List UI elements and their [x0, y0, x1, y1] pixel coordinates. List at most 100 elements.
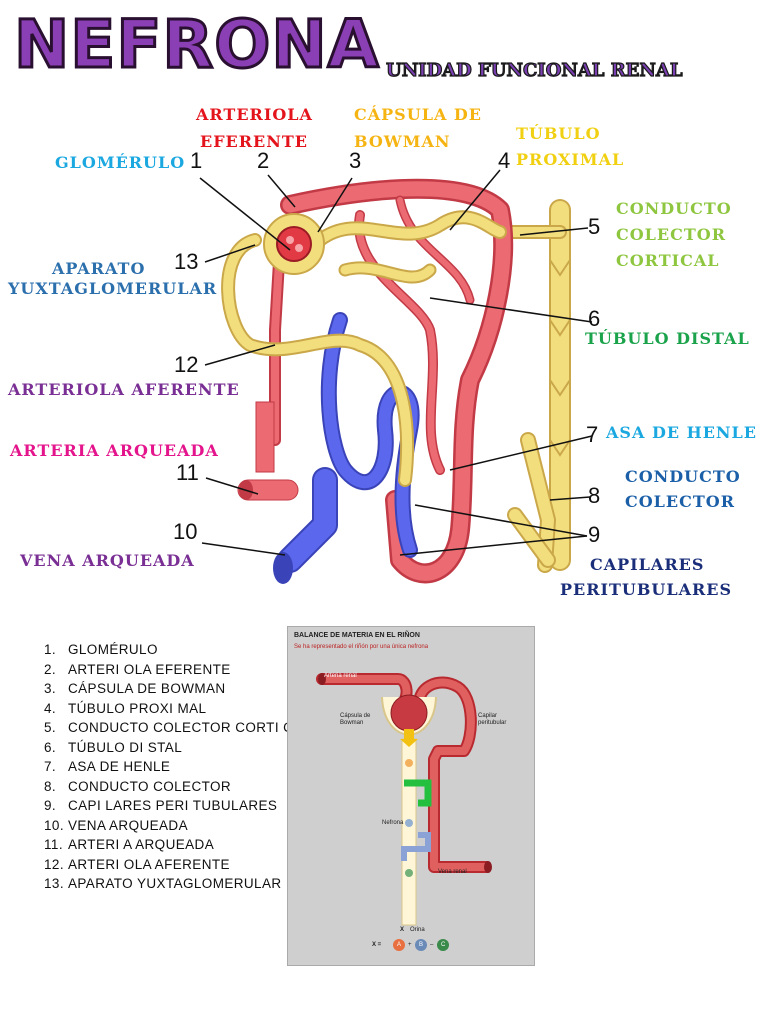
artery-arcuate-shape [237, 401, 299, 501]
balance-subtitle: Se ha representado el riñón por una únic… [294, 644, 429, 650]
callout-12: 12 [174, 352, 199, 377]
callout-6: 6 [588, 306, 601, 331]
label-conducto-cortical-line2: COLECTOR [616, 225, 726, 244]
label-arteria-arqueada: ARTERIA ARQUEADA [10, 441, 219, 460]
label-orina: Orina [410, 927, 425, 933]
legend-text: CONDUCTO COLECTOR [68, 778, 232, 794]
label-capsula-de: Cápsula de [340, 713, 371, 719]
legend-number: 11. [44, 837, 63, 852]
legend-item: 9. CAPI LARES PERI TUBULARES [44, 796, 328, 816]
label-conducto-colector-line2: COLECTOR [625, 492, 735, 511]
legend-number: 3. [44, 681, 57, 696]
legend-item: 1. GLOMÉRULO [44, 640, 328, 660]
tubules [221, 210, 507, 487]
legend-list: 1. GLOMÉRULO 2. ARTERI OLA EFERENTE 3. CÁPSUL… [44, 640, 328, 894]
label-arteria-renal: Arteria renal [324, 673, 357, 679]
legend-item: 4. TÚBULO PROXI MAL [44, 699, 328, 719]
callout-3: 3 [349, 148, 362, 173]
callout-1: 1 [190, 148, 203, 173]
legend-item: 12.ARTERI OLA AFERENTE [44, 855, 328, 875]
legend-text: ARTERI OLA AFERENTE [68, 856, 230, 872]
legend-item: 2. ARTERI OLA EFERENTE [44, 660, 328, 680]
arterial-network [269, 178, 514, 584]
legend-item: 10.VENA ARQUEADA [44, 816, 328, 836]
legend-text: APARATO YUXTAGLOMERULAR [68, 876, 282, 891]
legend-number: 6. [44, 739, 57, 755]
label-capilares-line1: CAPILARES [590, 555, 705, 574]
label-conducto-colector-line1: CONDUCTO [625, 467, 741, 486]
balance-title: BALANCE DE MATERIA EN EL RIÑON [294, 632, 420, 639]
vein-opening [273, 552, 293, 584]
callout-8: 8 [588, 483, 601, 508]
label-vena-arqueada: VENA ARQUEADA [20, 551, 195, 570]
label-vena-renal: Vena renal [438, 869, 467, 875]
page-subtitle: UNIDAD FUNCIONAL RENAL [385, 59, 683, 81]
label-aparato-line2: YUXTAGLOMERULAR [8, 279, 218, 298]
label-peritubular: peritubular [478, 720, 507, 726]
callout-4: 4 [498, 148, 511, 173]
legend-text: CONDUCTO COLECTOR CORTI CAL [68, 720, 311, 735]
legend-item: 6. TÚBULO DI STAL [44, 738, 328, 758]
label-capilares-line2: PERITUBULARES [560, 580, 733, 599]
label-arteriola-eferente-line1: ARTERIOLA [196, 105, 313, 124]
label-formula-a: A [397, 942, 402, 948]
balance-figure: BALANCE DE MATERIA EN EL RIÑON Se ha rep… [287, 626, 535, 966]
legend-item: 7. ASA DE HENLE [44, 757, 328, 777]
label-nefrona: Nefrona [382, 820, 404, 826]
label-conducto-cortical-line1: CONDUCTO [616, 199, 732, 218]
label-formula-b: B [419, 942, 424, 948]
nephron-diagram [199, 169, 593, 584]
legend-number: 1. [44, 642, 57, 657]
label-conducto-cortical-line3: CORTICAL [616, 251, 720, 270]
legend-number: 12. [44, 856, 64, 872]
legend-item: 5.CONDUCTO COLECTOR CORTI CAL [44, 718, 328, 738]
legend-text: TÚBULO DI STAL [68, 739, 183, 755]
legend-text: ASA DE HENLE [68, 759, 171, 774]
callout-11: 11 [176, 460, 199, 485]
legend-text: ARTERI OLA EFERENTE [68, 661, 231, 677]
leader-lines [199, 169, 593, 556]
label-tubulo-proximal-line2: PROXIMAL [516, 150, 625, 169]
label-capsula-line2: BOWMAN [354, 132, 451, 151]
page-title: NEFRONA [13, 6, 381, 83]
legend-text: GLOMÉRULO [68, 642, 158, 657]
legend-text: CÁPSULA DE BOWMAN [68, 681, 226, 696]
label-arteriola-aferente: ARTERIOLA AFERENTE [8, 380, 240, 399]
callout-7: 7 [586, 422, 599, 447]
label-aparato-line1: APARATO [52, 259, 146, 278]
label-formula-x: X = [372, 942, 382, 948]
legend-number: 10. [44, 817, 64, 833]
label-formula-plus: + [408, 942, 412, 948]
legend-number: 8. [44, 778, 57, 794]
balance-diagram [316, 673, 492, 951]
label-capilar: Capilar [478, 713, 498, 719]
label-formula-c: C [441, 942, 446, 948]
legend-text: TÚBULO PROXI MAL [68, 700, 207, 716]
legend-number: 2. [44, 661, 57, 677]
label-formula-minus: – [430, 942, 434, 948]
label-arteriola-eferente-line2: EFERENTE [200, 132, 308, 151]
label-glomerulo: GLOMÉRULO [55, 153, 186, 172]
label-capsula-line1: CÁPSULA DE [354, 105, 482, 124]
legend-text: VENA ARQUEADA [68, 817, 188, 833]
legend-number: 4. [44, 700, 57, 716]
legend-item: 13. APARATO YUXTAGLOMERULAR [44, 874, 328, 894]
label-bowman: Bowman [340, 720, 364, 726]
callout-2: 2 [257, 148, 270, 173]
legend-item: 8. CONDUCTO COLECTOR [44, 777, 328, 797]
legend-number: 9. [44, 798, 57, 813]
legend-number: 13. [44, 876, 64, 891]
flow-arrows [549, 259, 571, 457]
label-x: X [400, 927, 405, 933]
label-tubulo-proximal-line1: TÚBULO [516, 124, 601, 143]
callout-10: 10 [173, 519, 198, 544]
legend-item: 11. ARTERI A ARQUEADA [44, 835, 328, 855]
legend-number: 7. [44, 759, 57, 774]
label-tubulo-distal: TÚBULO DISTAL [585, 329, 750, 348]
bowman-capsule-shape [263, 213, 325, 275]
legend-text: ARTERI A ARQUEADA [68, 837, 215, 852]
callout-5: 5 [588, 214, 601, 239]
label-asa-henle: ASA DE HENLE [606, 423, 757, 442]
legend-text: CAPI LARES PERI TUBULARES [68, 798, 278, 813]
callout-9: 9 [588, 522, 601, 547]
